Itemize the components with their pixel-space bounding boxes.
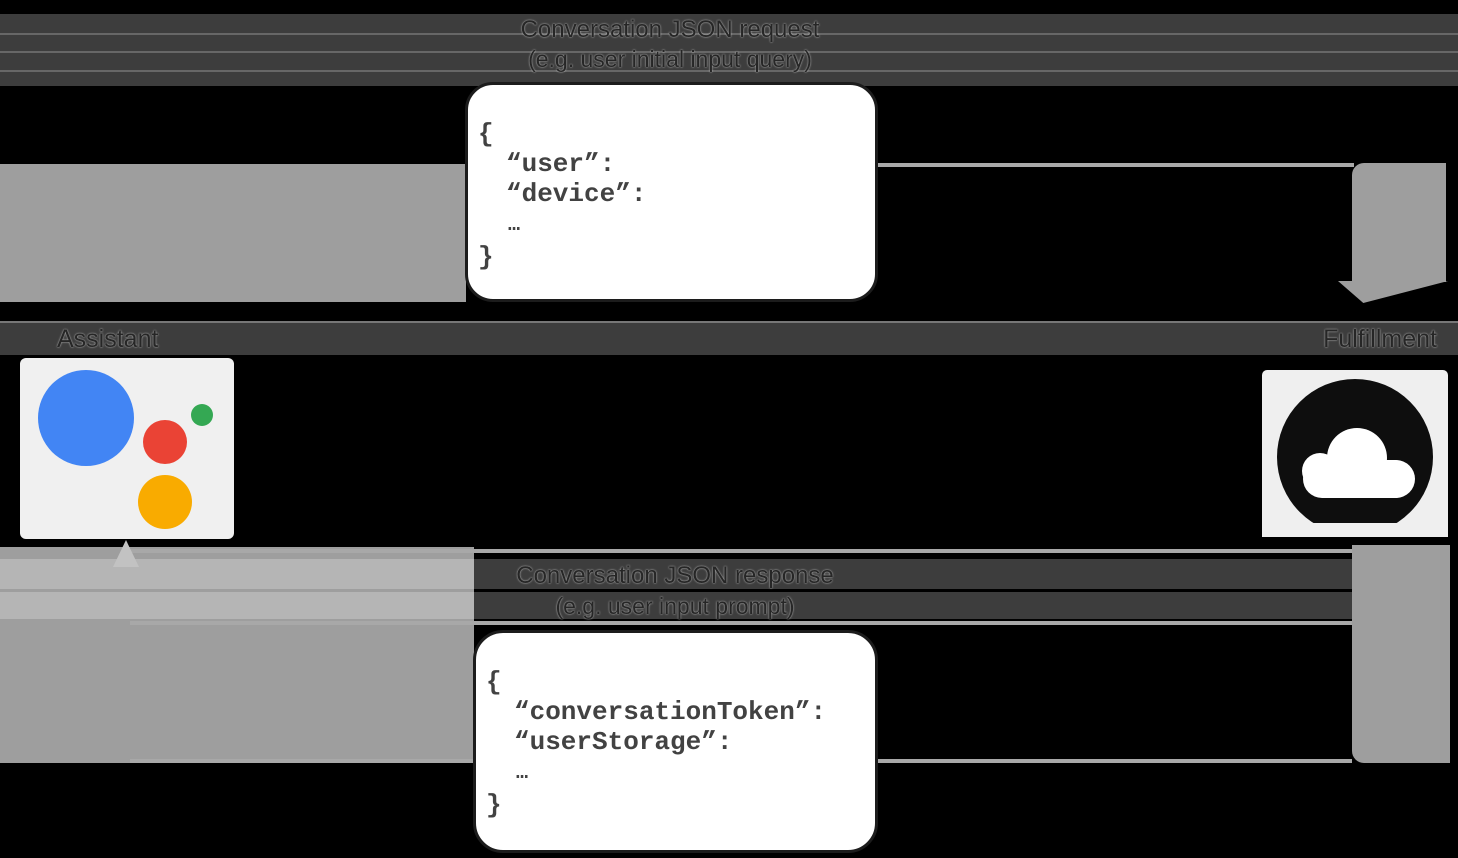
cloud-icon — [1262, 379, 1448, 537]
google-assistant-logo-blue-dot — [38, 370, 134, 466]
code-key-user: “user”: — [506, 149, 616, 179]
top-arrow-line — [878, 163, 1354, 167]
band-separator — [0, 33, 1458, 35]
bottom-label-band-2 — [0, 592, 1352, 619]
code-open-brace: { — [486, 667, 502, 697]
code-close-brace: } — [486, 790, 502, 820]
bottom-arrow-line-top — [130, 549, 1352, 553]
code-close-brace: } — [478, 242, 494, 272]
bottom-arrow-shaft-left — [0, 547, 474, 763]
google-assistant-logo-yellow-dot — [138, 475, 192, 529]
fulfillment-label: Fulfillment — [1323, 325, 1437, 353]
code-key-conversation-token: “conversationToken”: — [514, 697, 827, 727]
code-key-user-storage: “userStorage”: — [514, 727, 733, 757]
top-flow-subtitle: (e.g. user initial input query) — [528, 46, 812, 72]
fulfillment-tile — [1262, 370, 1448, 537]
assistant-label: Assistant — [57, 325, 159, 353]
down-arrowhead-icon — [1338, 281, 1448, 303]
code-ellipsis: … — [516, 762, 529, 785]
bottom-arrow-vertical — [1352, 545, 1450, 763]
bottom-label-band-1 — [0, 559, 1352, 589]
google-assistant-logo-red-dot — [143, 420, 187, 464]
request-json-snippet: { “user”: “device”: … } — [465, 82, 878, 302]
actor-label-band — [0, 321, 1458, 355]
code-ellipsis: … — [508, 214, 521, 237]
top-label-band — [0, 14, 1458, 86]
bottom-arrow-line-mid — [130, 621, 1352, 625]
code-open-brace: { — [478, 119, 494, 149]
band-separator — [0, 70, 1458, 72]
bottom-flow-title: Conversation JSON response — [516, 562, 834, 589]
response-json-snippet: { “conversationToken”: “userStorage”: … … — [473, 630, 878, 853]
google-assistant-logo-green-dot — [191, 404, 213, 426]
top-flow-title: Conversation JSON request — [520, 16, 820, 43]
top-arrow-shaft-left — [0, 164, 466, 302]
band-separator — [0, 51, 1458, 53]
code-key-device: “device”: — [506, 179, 647, 209]
top-arrow-vertical — [1352, 163, 1446, 282]
assistant-tile — [20, 358, 234, 539]
bottom-flow-subtitle: (e.g. user input prompt) — [555, 593, 795, 619]
